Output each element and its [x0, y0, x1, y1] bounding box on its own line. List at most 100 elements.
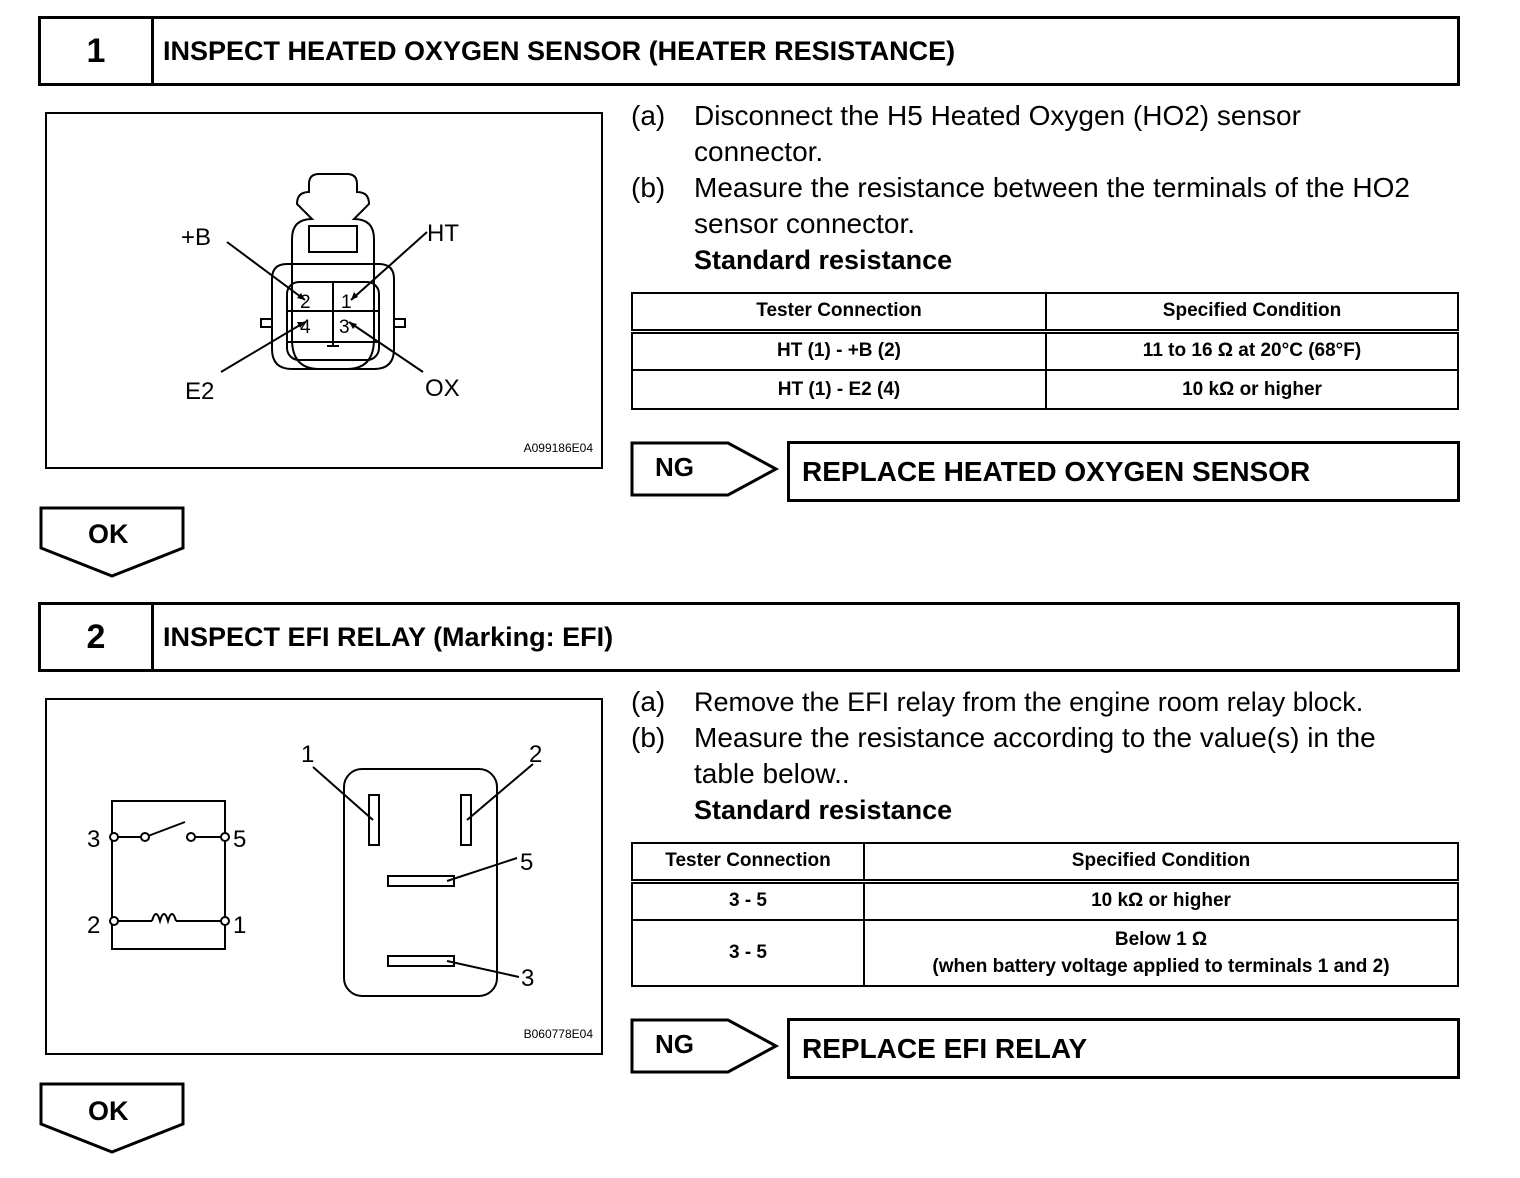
switch-blade — [147, 821, 186, 837]
table-header-row: Tester Connection Specified Condition — [631, 292, 1459, 334]
step-2-instructions: (a) Remove the EFI relay from the engine… — [631, 684, 1461, 828]
terminal-2-dot — [109, 916, 119, 926]
switch-contact-right — [186, 832, 196, 842]
table-cell-line: (when battery voltage applied to termina… — [932, 956, 1390, 977]
table-cell: 11 to 16 Ω at 20°C (68°F) — [1045, 330, 1459, 371]
switch-contact-left — [140, 832, 150, 842]
figure-id: A099186E04 — [523, 441, 593, 455]
instruction-text: Measure the resistance between the termi… — [694, 172, 1410, 239]
label-ox: OX — [425, 375, 460, 402]
leader-ht — [350, 231, 428, 301]
label-ht: HT — [427, 220, 459, 247]
relay-body — [343, 768, 498, 997]
relay-label-3: 3 — [521, 965, 534, 992]
relay-label-2: 2 — [529, 741, 542, 768]
arrow-plus-b — [297, 293, 305, 300]
ng-label: NG — [655, 1029, 694, 1059]
step-number: 2 — [41, 605, 154, 669]
connector-latch — [308, 225, 358, 253]
step-1-header: 1 INSPECT HEATED OXYGEN SENSOR (HEATER R… — [38, 16, 1460, 86]
ng-arrow-icon — [630, 1018, 780, 1074]
table-cell: 10 kΩ or higher — [863, 880, 1459, 921]
instruction-label: (a) — [631, 100, 666, 131]
connector-outline — [291, 173, 375, 370]
leader-3 — [446, 960, 520, 978]
arrow-e2 — [297, 322, 305, 328]
instruction-text: Disconnect the H5 Heated Oxygen (HO2) se… — [694, 100, 1301, 167]
label-plus-b: +B — [181, 224, 211, 251]
coil-icon — [151, 913, 177, 925]
instruction-label: (b) — [631, 722, 666, 753]
instruction-b: (b) Measure the resistance between the t… — [631, 170, 1451, 242]
table-row: 3 - 5 10 kΩ or higher — [631, 880, 1459, 921]
arrow-ox — [349, 322, 357, 329]
circuit-label-5: 5 — [233, 826, 246, 853]
ng-label: NG — [655, 452, 694, 482]
relay-pin-1 — [368, 794, 380, 846]
step-title: INSPECT EFI RELAY (Marking: EFI) — [163, 621, 614, 652]
connector-tab-left — [260, 318, 272, 328]
resistance-table: Tester Connection Specified Condition 3 … — [631, 842, 1459, 987]
standard-resistance-label: Standard resistance — [694, 795, 953, 825]
step-title: INSPECT HEATED OXYGEN SENSOR (HEATER RES… — [163, 35, 956, 66]
circuit-box — [111, 800, 226, 950]
terminal-5-dot — [220, 832, 230, 842]
table-row: HT (1) - E2 (4) 10 kΩ or higher — [631, 369, 1459, 410]
relay-label-1: 1 — [301, 741, 314, 768]
connector-diagram: +B HT E2 OX 2 1 4 3 A099186E04 — [45, 112, 603, 469]
terminal-3-dot — [109, 832, 119, 842]
instruction-b: (b) Measure the resistance according to … — [631, 720, 1461, 792]
table-row: 3 - 5 Below 1 Ω (when battery voltage ap… — [631, 919, 1459, 987]
table-cell-line: Below 1 Ω — [1114, 929, 1208, 950]
table-cell: 3 - 5 — [631, 880, 865, 921]
instruction-a: (a) Disconnect the H5 Heated Oxygen (HO2… — [631, 98, 1451, 170]
table-cell: Below 1 Ω (when battery voltage applied … — [863, 919, 1459, 987]
table-header: Tester Connection — [631, 842, 865, 884]
arrow-ht — [351, 292, 358, 300]
ok-label: OK — [88, 519, 129, 549]
circuit-label-2: 2 — [87, 912, 100, 939]
relay-label-5: 5 — [520, 849, 533, 876]
step-1-instructions: (a) Disconnect the H5 Heated Oxygen (HO2… — [631, 98, 1451, 278]
relay-pin-3 — [387, 955, 455, 967]
table-cell: HT (1) - +B (2) — [631, 330, 1047, 371]
instruction-label: (b) — [631, 172, 666, 203]
connector-housing — [271, 263, 395, 370]
replace-relay-box: REPLACE EFI RELAY — [787, 1018, 1460, 1079]
leader-ox — [348, 321, 424, 373]
connector-drawing: +B HT E2 OX 2 1 4 3 — [181, 173, 460, 405]
relay-pin-5 — [387, 875, 455, 887]
ok-arrow-icon — [39, 506, 185, 578]
step-number: 1 — [41, 19, 154, 83]
table-header-row: Tester Connection Specified Condition — [631, 842, 1459, 884]
leader-plus-b — [226, 241, 306, 301]
relay-pin-2 — [460, 794, 472, 846]
table-header: Specified Condition — [1045, 292, 1459, 334]
instruction-label: (a) — [631, 686, 666, 717]
figure-id: B060778E04 — [523, 1027, 593, 1041]
table-header: Specified Condition — [863, 842, 1459, 884]
leader-5 — [446, 857, 518, 882]
table-cell: HT (1) - E2 (4) — [631, 369, 1047, 410]
relay-diagram: 3 5 2 1 1 2 5 3 B060778E04 — [45, 698, 603, 1055]
table-cell: 10 kΩ or higher — [1045, 369, 1459, 410]
connector-tab-right — [394, 318, 406, 328]
replace-sensor-box: REPLACE HEATED OXYGEN SENSOR — [787, 441, 1460, 502]
terminal-4: 4 — [300, 317, 311, 338]
leader-e2 — [220, 321, 306, 373]
instruction-text: Measure the resistance according to the … — [694, 722, 1376, 789]
leader-2 — [466, 763, 534, 821]
label-e2: E2 — [185, 378, 214, 405]
table-cell: 3 - 5 — [631, 919, 865, 987]
standard-resistance-label: Standard resistance — [694, 245, 953, 275]
circuit-label-1: 1 — [233, 912, 246, 939]
instruction-a: (a) Remove the EFI relay from the engine… — [631, 684, 1461, 720]
ng-arrow-icon — [630, 441, 780, 497]
instruction-text: Remove the EFI relay from the engine roo… — [694, 687, 1364, 717]
table-header: Tester Connection — [631, 292, 1047, 334]
resistance-table: Tester Connection Specified Condition HT… — [631, 292, 1459, 410]
table-row: HT (1) - +B (2) 11 to 16 Ω at 20°C (68°F… — [631, 330, 1459, 371]
ok-arrow-icon — [39, 1082, 185, 1154]
step-2-header: 2 INSPECT EFI RELAY (Marking: EFI) — [38, 602, 1460, 672]
terminal-3: 3 — [339, 317, 350, 338]
